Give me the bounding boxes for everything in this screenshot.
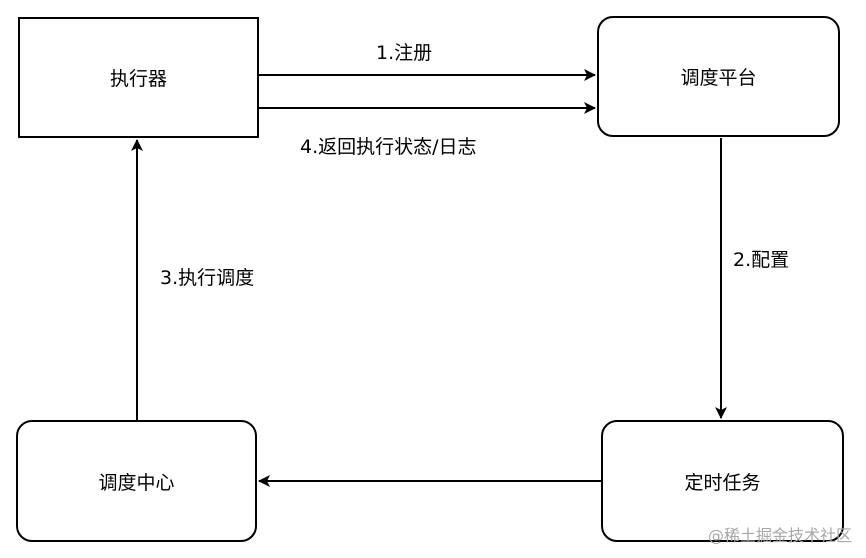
executor-node: 执行器	[18, 17, 259, 138]
edge-dispatch-label: 3.执行调度	[160, 267, 255, 289]
executor-node-label: 执行器	[109, 68, 167, 90]
scheduled-task-node: 定时任务	[601, 420, 844, 542]
edge-register-label: 1.注册	[376, 42, 433, 64]
edge-return-label: 4.返回执行状态/日志	[300, 136, 477, 158]
scheduled-task-node-label: 定时任务	[684, 471, 761, 494]
edge-config-label: 2.配置	[733, 249, 790, 271]
scheduling-center-node: 调度中心	[16, 420, 257, 542]
scheduling-center-node-label: 调度中心	[98, 471, 175, 494]
watermark-text: @稀土掘金技术社区	[707, 526, 852, 545]
scheduling-platform-node-label: 调度平台	[680, 67, 757, 89]
scheduling-platform-node: 调度平台	[597, 16, 840, 137]
